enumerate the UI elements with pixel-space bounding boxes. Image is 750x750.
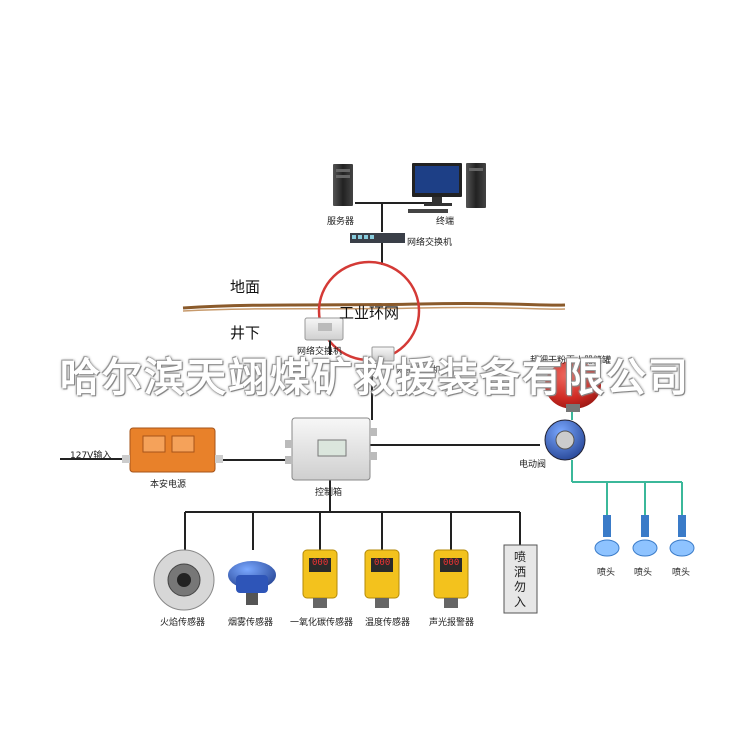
temp-sensor-label: 温度传感器 [365, 618, 411, 628]
smoke-sensor-icon [228, 561, 276, 605]
temp-display: 000 [374, 558, 391, 568]
network-switch-right-icon [371, 346, 395, 362]
nozzle-1-label: 喷头 [597, 568, 616, 578]
alarm-display: 000 [443, 558, 460, 568]
nozzle-3-icon [669, 515, 695, 557]
power-input-label: 127V输入 [70, 451, 112, 461]
industrial-ring [317, 260, 421, 362]
co-sensor-icon [302, 549, 338, 608]
power-supply-icon [122, 427, 223, 473]
switch-top-label: 网络交换机 [407, 238, 453, 248]
network-switch-top-icon [350, 233, 405, 243]
control-box-label: 控制箱 [315, 488, 343, 498]
nozzle-3-label: 喷头 [672, 568, 691, 578]
switch-right-label: 网络交换机 [396, 366, 442, 376]
valve-label: 电动阀 [519, 460, 547, 470]
server-label: 服务器 [327, 217, 355, 227]
terminal-label: 终端 [436, 217, 455, 227]
nozzle-1-icon [594, 515, 620, 557]
flame-sensor-icon [153, 549, 215, 611]
extinguisher-tank-icon [545, 361, 601, 412]
ring-label: 工业环网 [339, 304, 400, 322]
underground-label: 井下 [230, 324, 261, 342]
flame-sensor-label: 火焰传感器 [160, 618, 206, 628]
electric-valve-icon [544, 419, 586, 461]
ground-line [182, 301, 566, 310]
switch-left-label: 网络交换机 [297, 347, 343, 357]
warning-sign-icon [503, 544, 538, 614]
server-icon [333, 164, 353, 206]
ground-label: 地面 [230, 278, 261, 296]
temp-sensor-icon [364, 549, 400, 608]
main-wires [60, 338, 540, 550]
pipe-network [571, 408, 683, 515]
warning-sign-text: 喷洒勿入 [513, 550, 526, 609]
terminal-icon [408, 163, 486, 213]
power-supply-label: 本安电源 [150, 480, 187, 490]
control-box-icon [285, 417, 377, 481]
network-switch-left-icon [304, 317, 344, 341]
alarm-label: 声光报警器 [429, 618, 475, 628]
extinguisher-label: 超细干粉灭火器储罐 [530, 356, 612, 366]
alarm-icon [433, 549, 469, 608]
nozzle-2-label: 喷头 [634, 568, 653, 578]
company-watermark: 哈尔滨天翊煤矿救援装备有限公司 [60, 355, 690, 401]
nozzle-2-icon [632, 515, 658, 557]
co-display: 000 [312, 558, 329, 568]
co-sensor-label: 一氧化碳传感器 [290, 618, 354, 628]
smoke-sensor-label: 烟雾传感器 [228, 618, 274, 628]
